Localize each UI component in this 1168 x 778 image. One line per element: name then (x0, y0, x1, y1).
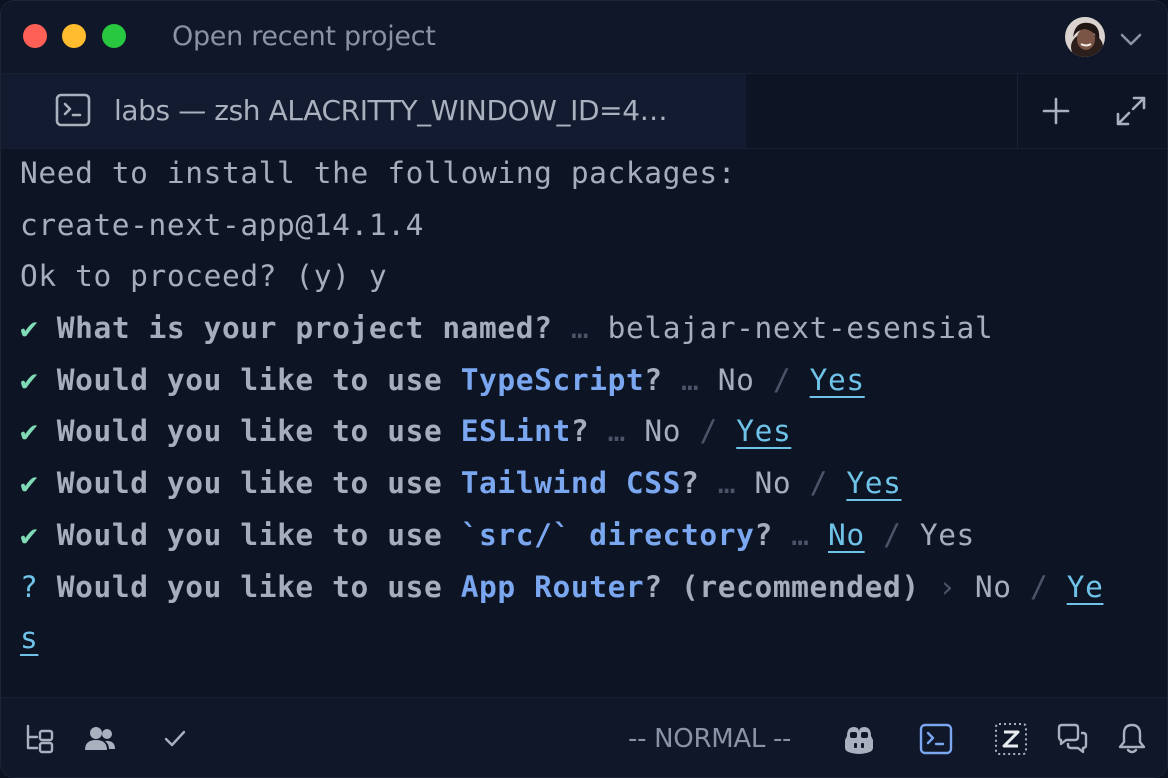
close-window-button[interactable] (23, 24, 47, 48)
plus-icon[interactable] (1041, 96, 1071, 126)
check-icon: ✔ (20, 362, 39, 397)
project-panel-icon[interactable] (23, 722, 57, 756)
vim-mode-indicator: -- NORMAL -- (628, 724, 792, 754)
question-mark: ? (20, 569, 39, 604)
zed-icon[interactable] (994, 722, 1028, 756)
prompt-line-project-name: ✔ What is your project named? … belajar-… (20, 311, 994, 346)
status-bar: -- NORMAL -- (1, 697, 1167, 777)
chat-icon[interactable] (1055, 722, 1089, 756)
copilot-icon[interactable] (841, 722, 877, 758)
title-bar: Open recent project (1, 1, 1167, 73)
terminal-output[interactable]: Need to install the following packages: … (20, 147, 1157, 664)
terminal-tab[interactable]: labs — zsh ALACRITTY_WINDOW_ID=4… (1, 74, 746, 148)
terminal-line: Ok to proceed? (y) y (20, 259, 388, 294)
prompt-line-app-router: ? Would you like to use App Router? (rec… (20, 569, 1104, 604)
check-icon: ✔ (20, 466, 39, 501)
maximize-window-button[interactable] (102, 24, 126, 48)
terminal-icon (55, 93, 91, 127)
bell-icon[interactable] (1115, 722, 1149, 756)
terminal-icon[interactable] (919, 722, 953, 756)
check-icon: ✔ (20, 414, 39, 449)
chevron-down-icon[interactable] (1117, 25, 1145, 53)
divider (1017, 74, 1018, 148)
tab-bar: labs — zsh ALACRITTY_WINDOW_ID=4… (1, 73, 1167, 149)
prompt-line-src-directory: ✔ Would you like to use `src/` directory… (20, 517, 975, 552)
prompt-line-tailwind: ✔ Would you like to use Tailwind CSS? … … (20, 466, 902, 501)
open-recent-project-button[interactable]: Open recent project (172, 21, 436, 52)
users-icon[interactable] (83, 722, 117, 756)
check-icon: ✔ (20, 517, 39, 552)
prompt-line-wrap: s (20, 621, 39, 656)
tab-label: labs — zsh ALACRITTY_WINDOW_ID=4… (114, 94, 668, 127)
prompt-line-typescript: ✔ Would you like to use TypeScript? … No… (20, 362, 865, 397)
minimize-window-button[interactable] (62, 24, 86, 48)
check-icon: ✔ (20, 311, 39, 346)
expand-icon[interactable] (1114, 94, 1148, 128)
user-avatar[interactable] (1065, 17, 1105, 57)
check-icon[interactable] (158, 722, 192, 756)
terminal-line: Need to install the following packages: (20, 156, 737, 190)
terminal-line: create-next-app@14.1.4 (20, 207, 424, 242)
avatar-image (1065, 17, 1105, 57)
prompt-line-eslint: ✔ Would you like to use ESLint? … No / Y… (20, 414, 792, 449)
